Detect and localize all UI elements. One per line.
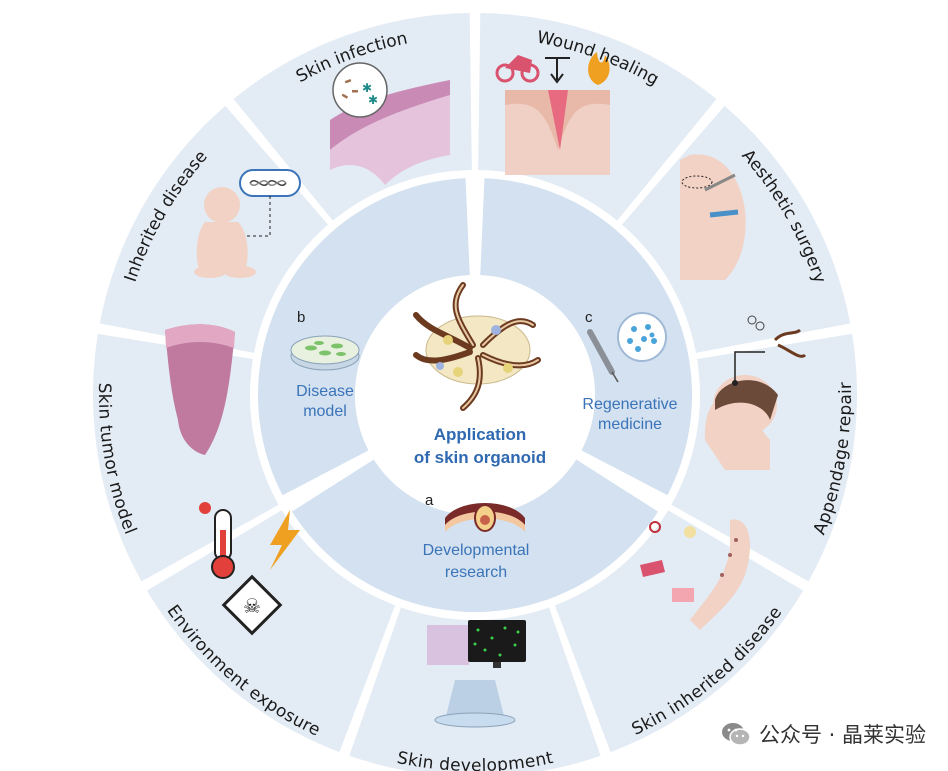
inherited-disease-icon (194, 169, 301, 278)
center-title-line1: Application (434, 425, 527, 444)
middle-segment (257, 178, 470, 496)
outer-segment (92, 333, 279, 582)
petri-dish-icon (290, 335, 360, 371)
scissors-icon (747, 315, 765, 331)
fire-icon (588, 52, 610, 85)
skin-section-icon (445, 503, 525, 532)
lightning-icon (270, 510, 300, 570)
motorcycle-icon (495, 55, 540, 83)
sun-icon (199, 502, 211, 514)
middle-segment (480, 178, 692, 496)
outer-segment (146, 510, 396, 753)
environment-exposure-icon: ☠ (199, 502, 300, 636)
disease-model-label-line1: Disease (296, 383, 354, 400)
middle-ring (257, 178, 692, 612)
watermark-text: 公众号 · 晶莱实验 (758, 723, 926, 747)
skin-infection-icon: ✱✱ (330, 62, 450, 185)
wound-healing-icon (495, 52, 610, 175)
aesthetic-surgery-icon (680, 154, 746, 280)
svg-text:✱: ✱ (362, 81, 372, 95)
appendage-repair-icon (705, 315, 807, 470)
center-title-line2: of skin organoid (414, 448, 546, 467)
dna-icon (239, 169, 301, 197)
svg-text:✱: ✱ (368, 93, 378, 107)
developmental-research-label-line1: Developmental (423, 542, 530, 559)
skin-development-icon (427, 620, 526, 728)
skin-inherited-disease-icon (640, 519, 750, 630)
cell-suspension-icon (617, 312, 667, 362)
thermometer-icon (211, 509, 235, 579)
watermark: 公众号 · 晶莱实验 (721, 719, 926, 749)
middle-letter-b: b (297, 309, 305, 326)
middle-letter-c: c (585, 309, 593, 326)
baby-icon (194, 187, 256, 278)
skin-tumor-icon (165, 324, 235, 455)
regenerative-medicine-label-line2: medicine (598, 416, 662, 433)
syringe-icon (587, 329, 619, 383)
wechat-icon (721, 723, 751, 746)
middle-segment (291, 459, 659, 612)
middle-letter-a: a (425, 492, 434, 509)
svg-text:☠: ☠ (243, 596, 261, 618)
organoid-icon (413, 282, 541, 411)
hazard-icon: ☠ (221, 574, 283, 636)
disease-model-label-line2: model (303, 403, 347, 420)
regenerative-medicine-label-line1: Regenerative (582, 396, 677, 413)
developmental-research-label-line2: research (445, 564, 507, 581)
